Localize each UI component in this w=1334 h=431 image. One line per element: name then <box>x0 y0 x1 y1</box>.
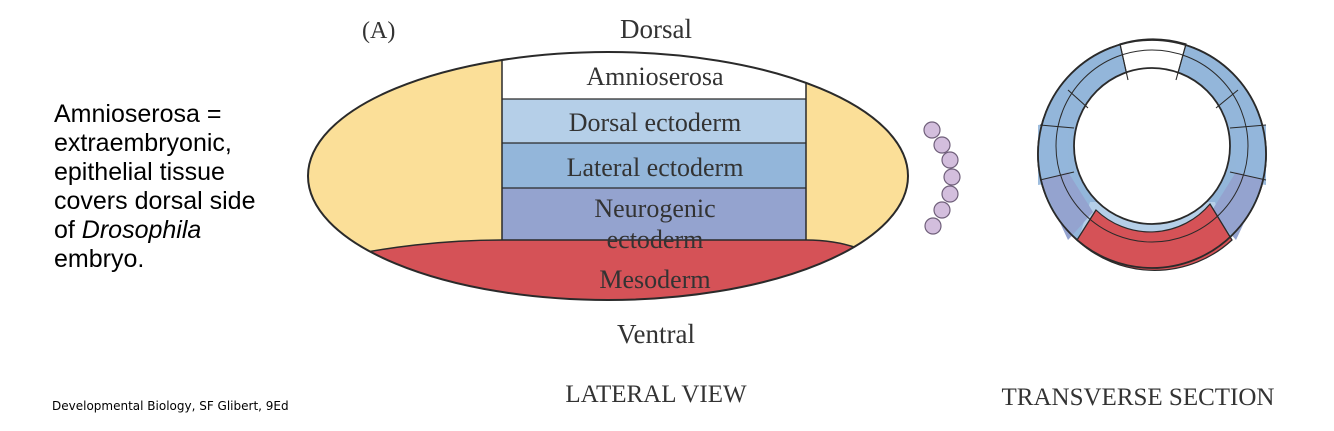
neurogenic-segment <box>1040 172 1093 240</box>
caption-line: embryo. <box>54 245 145 273</box>
caption-line: covers dorsal side <box>54 187 256 215</box>
amnioserosa-label: Amnioserosa <box>586 62 724 91</box>
embryo-outline <box>307 51 909 301</box>
neurogenic-label-line1: Neurogenic <box>594 194 715 223</box>
lateral-ectoderm-segment <box>1038 120 1068 185</box>
neurogenic-label-line2: ectoderm <box>607 225 704 254</box>
neurogenic-segment <box>1211 172 1264 240</box>
transverse-section <box>1037 38 1267 271</box>
lateral-view-label: LATERAL VIEW <box>565 381 747 408</box>
source-citation: Developmental Biology, SF Glibert, 9Ed <box>52 399 289 413</box>
caption-prefix: of <box>54 216 82 244</box>
transverse-section-label: TRANSVERSE SECTION <box>1002 384 1275 411</box>
caption-line: Amnioserosa = <box>54 100 222 128</box>
lateral-ectoderm-segment <box>1236 120 1266 185</box>
dorsal-ectoderm-label: Dorsal ectoderm <box>569 108 742 137</box>
lateral-embryo <box>308 52 908 300</box>
panel-label: (A) <box>362 18 395 44</box>
caption-italic-genus: Drosophila <box>81 216 202 244</box>
caption-text: Amnioserosa = extraembryonic, epithelial… <box>54 100 344 274</box>
dorsal-ectoderm-band <box>502 99 806 143</box>
dorsal-label: Dorsal <box>620 14 692 44</box>
pole-cells <box>923 121 961 235</box>
lateral-ectoderm-label: Lateral ectoderm <box>567 153 744 182</box>
mesoderm-label: Mesoderm <box>599 265 710 294</box>
ventral-label: Ventral <box>617 319 695 349</box>
caption-line: epithelial tissue <box>54 158 225 186</box>
caption-line: extraembryonic, <box>54 129 232 157</box>
caption-line: of Drosophila <box>54 216 344 245</box>
lateral-ectoderm-band <box>502 143 806 188</box>
